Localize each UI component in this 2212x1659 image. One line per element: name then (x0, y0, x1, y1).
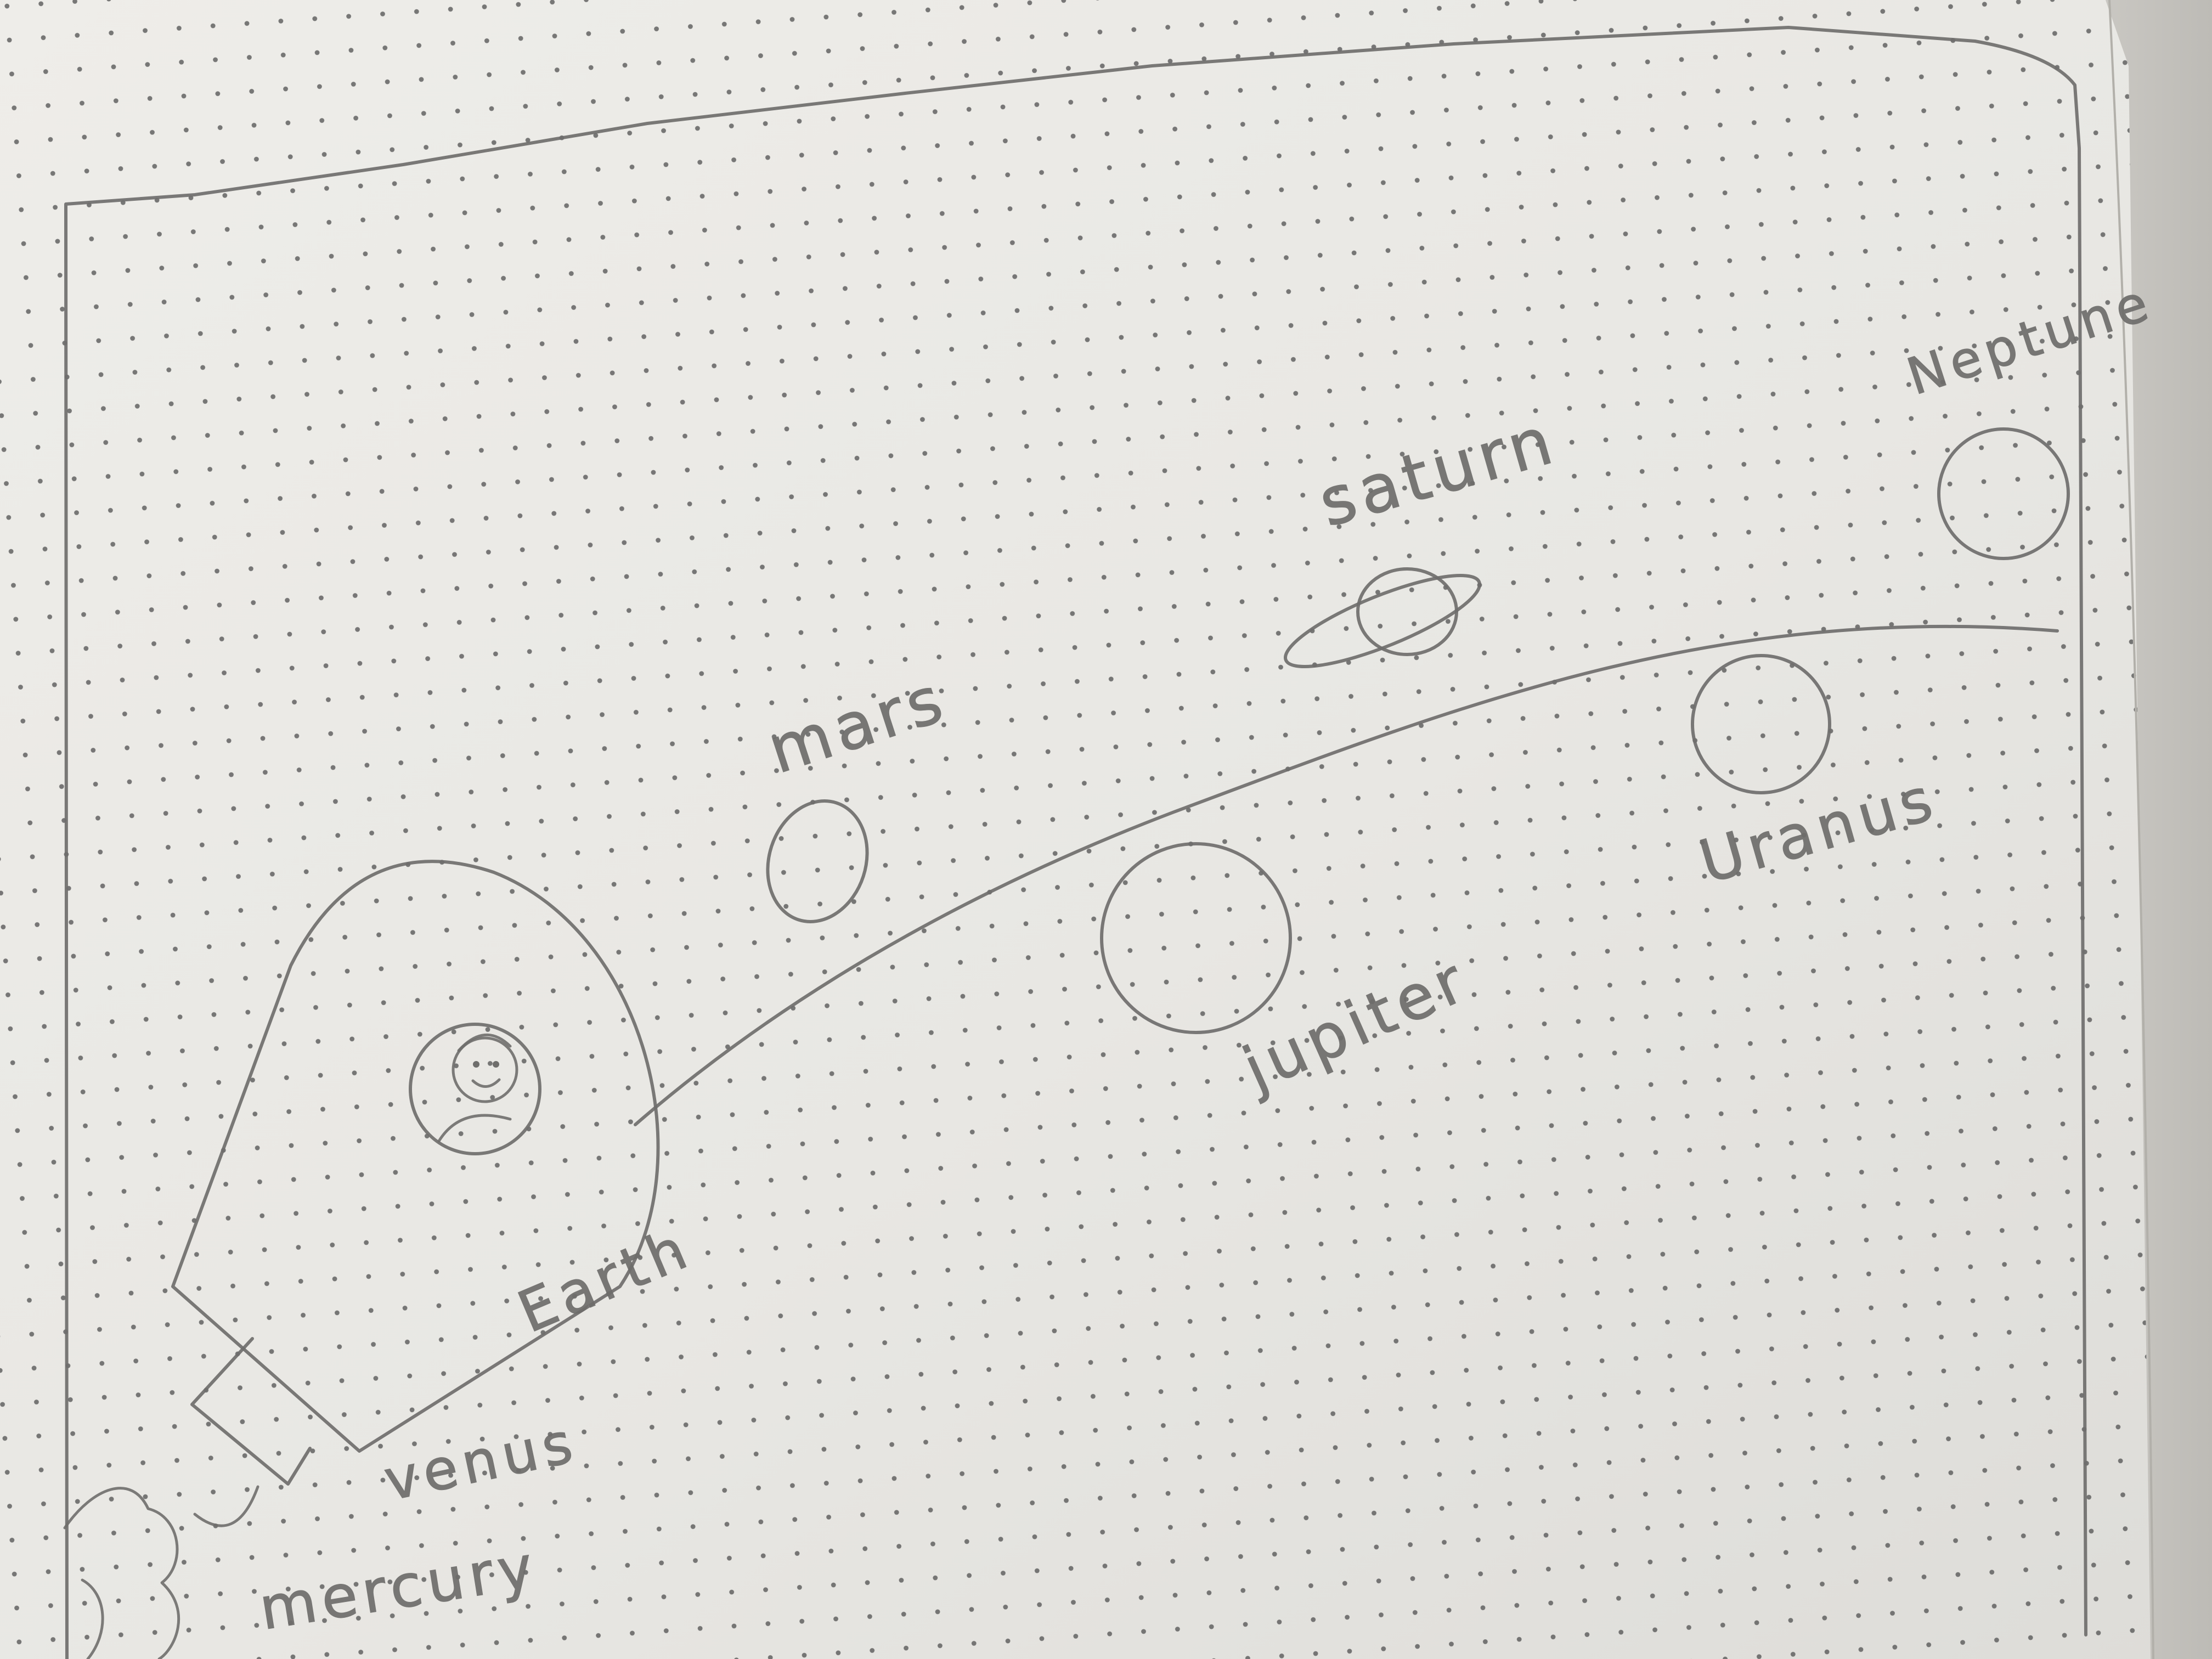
planet-uranus (1691, 654, 1831, 794)
next-page-edge (2106, 0, 2212, 1659)
rocket-window (409, 1023, 541, 1155)
flight-path (634, 624, 2059, 1126)
page-edge-line (2108, 0, 2154, 1659)
planet-neptune (1937, 427, 2070, 560)
page-frame (64, 26, 2087, 1659)
planet-saturn (1283, 567, 1482, 668)
planet-jupiter (1100, 842, 1292, 1034)
exhaust-smoke (63, 1485, 259, 1659)
rocket-body (171, 860, 660, 1453)
rocket-booster (190, 1337, 312, 1486)
planet-mars (766, 799, 869, 923)
astronaut-face-icon (437, 1034, 518, 1143)
rocket (63, 860, 660, 1659)
